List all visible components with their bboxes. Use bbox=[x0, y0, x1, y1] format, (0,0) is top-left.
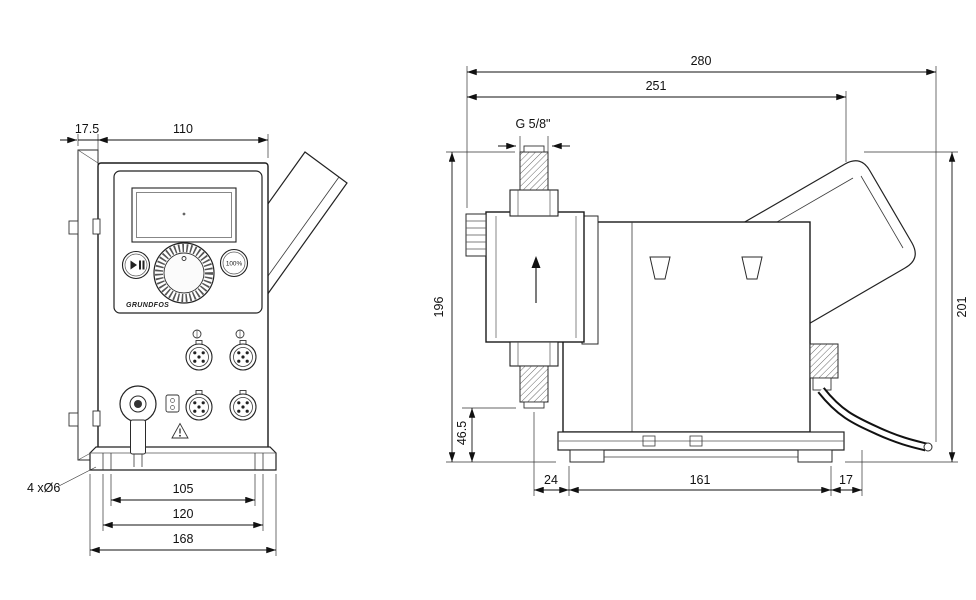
dim-height-right-label: 201 bbox=[955, 297, 969, 318]
dosing-head-assembly bbox=[465, 145, 599, 409]
power-connection bbox=[809, 343, 933, 452]
vent-slot bbox=[649, 256, 671, 280]
gland-tube bbox=[130, 419, 146, 455]
thread-cap bbox=[523, 145, 545, 153]
bottom-nut bbox=[509, 341, 559, 367]
dim-width-label: 110 bbox=[173, 122, 193, 136]
bottom-thread bbox=[519, 365, 549, 409]
thread-label: G 5/8" bbox=[515, 117, 550, 131]
connector-socket[interactable] bbox=[229, 340, 257, 371]
vent-valve bbox=[465, 213, 487, 257]
warning-triangle-icon bbox=[171, 422, 189, 439]
brand-logo: GRUNDFOS bbox=[126, 302, 169, 309]
foot bbox=[569, 449, 605, 463]
thread-cap bbox=[523, 401, 545, 409]
percent-button-label: 100% bbox=[226, 261, 243, 268]
dim-total-length-label: 280 bbox=[691, 54, 712, 68]
front-view: 100% GRUNDFOS bbox=[27, 122, 348, 556]
base-plate-front bbox=[89, 446, 277, 471]
holes-label: 4 xØ6 bbox=[27, 481, 60, 495]
dim-bottom-mid-label: 161 bbox=[690, 473, 711, 487]
base-slot bbox=[102, 453, 264, 470]
leader-line bbox=[56, 466, 97, 488]
connector-section bbox=[119, 329, 257, 467]
dim-base-outer-label: 168 bbox=[173, 532, 194, 546]
flow-arrow-icon bbox=[531, 256, 541, 303]
control-panel: 100% GRUNDFOS bbox=[113, 170, 263, 314]
mounting-screw bbox=[68, 412, 79, 427]
dim-height-left-label: 196 bbox=[432, 297, 446, 318]
dosing-head bbox=[485, 211, 585, 343]
start-stop-icon bbox=[130, 260, 145, 270]
dim-base-inner-label: 105 bbox=[173, 482, 194, 496]
foot bbox=[797, 449, 833, 463]
clamp-screw bbox=[642, 435, 656, 447]
dim-valve-height-label: 46.5 bbox=[455, 421, 469, 445]
connector-socket[interactable] bbox=[185, 340, 213, 371]
cable-gland bbox=[119, 385, 157, 467]
retaining-clip bbox=[92, 218, 101, 235]
vent-slot bbox=[741, 256, 763, 280]
dim-offset-label: 17.5 bbox=[75, 122, 99, 136]
side-view: 280 251 G 5/8" 196 46.5 201 24 161 17 bbox=[432, 54, 969, 496]
motor-body bbox=[562, 221, 811, 433]
front-dimensions: 17.5 110 105 120 168 4 xØ6 bbox=[27, 122, 277, 556]
retaining-clip bbox=[92, 410, 101, 427]
dim-bottom-left-label: 24 bbox=[544, 473, 558, 487]
top-thread bbox=[519, 145, 549, 191]
connector-socket[interactable] bbox=[185, 390, 213, 421]
dim-body-length-label: 251 bbox=[646, 79, 667, 93]
clamp-screw bbox=[689, 435, 703, 447]
dim-bottom-right-label: 17 bbox=[839, 473, 853, 487]
screw bbox=[192, 329, 245, 339]
base-plate-side bbox=[557, 431, 845, 463]
dim-base-mid-label: 120 bbox=[173, 507, 194, 521]
io-module bbox=[165, 394, 180, 413]
start-stop-button[interactable] bbox=[121, 250, 151, 280]
side-dimensions: 280 251 G 5/8" 196 46.5 201 24 161 17 bbox=[432, 54, 969, 496]
control-knob[interactable] bbox=[153, 242, 215, 304]
display bbox=[131, 187, 237, 243]
percent-button[interactable]: 100% bbox=[219, 248, 249, 278]
mounting-screw bbox=[68, 220, 79, 235]
connector-socket[interactable] bbox=[229, 390, 257, 421]
power-cable bbox=[817, 387, 933, 452]
top-nut bbox=[509, 189, 559, 217]
